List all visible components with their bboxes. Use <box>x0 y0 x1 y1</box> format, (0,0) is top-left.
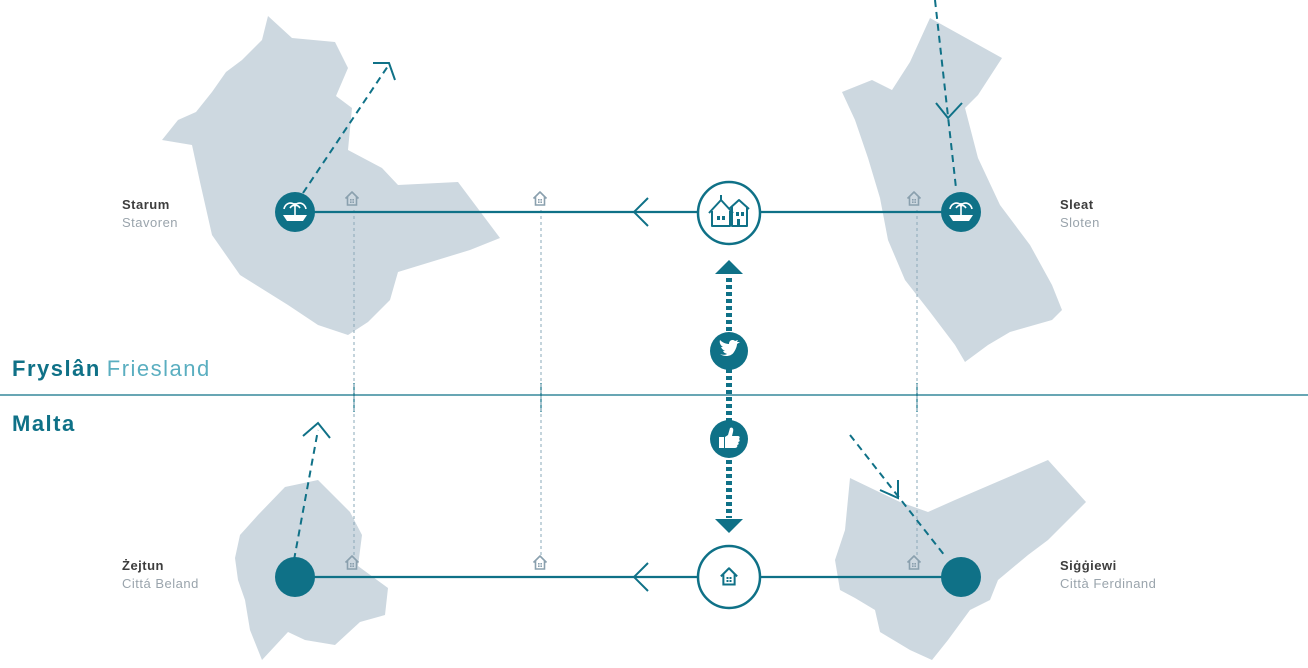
town-alt-siggiewi: Città Ferdinand <box>1060 576 1157 591</box>
fountain-icon <box>949 202 973 221</box>
houses-icon <box>708 195 750 227</box>
arrow-sleat-in <box>934 0 957 189</box>
country-name: Malta <box>12 411 76 436</box>
hub-top <box>696 180 762 246</box>
town-name-starum: Starum <box>122 197 170 212</box>
town-marker-starum <box>275 192 315 232</box>
arrowhead-icon <box>879 480 899 500</box>
dashed-arrows <box>293 0 963 561</box>
fountain-icon <box>283 202 307 221</box>
country-name: Fryslân <box>12 356 101 381</box>
town-marker-zejtun <box>275 557 315 597</box>
house-icon <box>532 555 548 570</box>
arrow-down-icon <box>715 519 743 533</box>
town-alt-sleat: Sloten <box>1060 215 1100 230</box>
town-alt-starum: Stavoren <box>122 215 179 230</box>
social-link <box>710 260 748 533</box>
chevron-left-icon <box>632 197 649 227</box>
town-marker-sleat <box>941 192 981 232</box>
arrowhead-icon <box>935 102 963 120</box>
chevron-left-icon <box>632 562 649 592</box>
country-label-bottom: Malta <box>12 411 76 437</box>
arrow-up-icon <box>715 260 743 274</box>
town-name-siggiewi: Siġġiewi <box>1060 558 1117 573</box>
arrowhead-icon <box>373 62 396 81</box>
arrowhead-icon <box>302 421 331 439</box>
guide-lines <box>353 210 918 558</box>
arrow-zejtun-out <box>293 429 319 561</box>
town-alt-zejtun: Cittá Beland <box>122 576 199 591</box>
house-icon <box>344 191 360 206</box>
land-sleat <box>842 18 1062 362</box>
country-alt-name: Friesland <box>106 356 211 381</box>
town-name-zejtun: Żejtun <box>122 558 164 573</box>
thumbs-up-icon <box>710 420 748 458</box>
town-name-sleat: Sleat <box>1060 197 1094 212</box>
divider-ticks <box>353 383 918 412</box>
twitter-bird-icon <box>710 332 748 370</box>
town-marker-siggiewi <box>941 557 981 597</box>
land-starum <box>162 16 500 335</box>
arrow-starum-out <box>302 65 389 194</box>
hub-bottom <box>696 544 762 610</box>
house-icon <box>532 191 548 206</box>
